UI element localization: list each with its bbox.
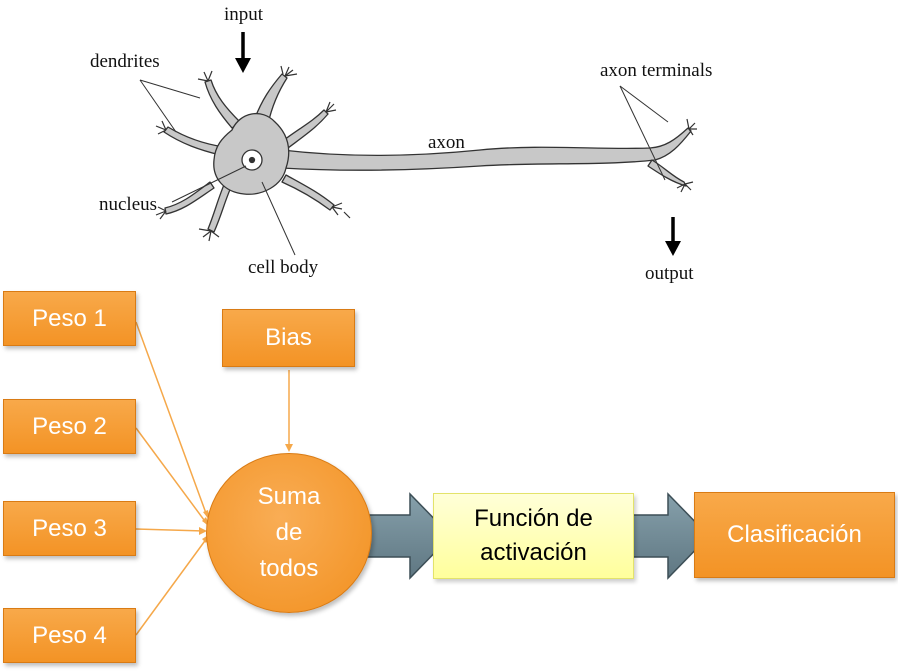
neuron-illustration: [155, 65, 697, 242]
weight-box-3: Peso 3: [3, 501, 136, 556]
axon-shape: [281, 127, 692, 171]
label-axon-terminals: axon terminals: [600, 60, 712, 81]
weight-label-3: Peso 3: [32, 514, 107, 542]
dendrite-left: [163, 126, 225, 156]
bias-label: Bias: [265, 324, 312, 351]
dendrite-right-upper: [283, 109, 329, 149]
activation-box: Función de activación: [433, 493, 634, 579]
weight-box-2: Peso 2: [3, 399, 136, 454]
label-dendrites: dendrites: [90, 51, 160, 72]
label-axon: axon: [428, 132, 465, 153]
bias-box: Bias: [222, 309, 355, 367]
dendrites-pointer-1: [139, 79, 201, 99]
weight-box-4: Peso 4: [3, 608, 136, 663]
dendrite-upper-left: [204, 79, 241, 129]
connector-peso-2: [135, 427, 208, 525]
input-arrow-head: [235, 58, 251, 73]
sum-label: Suma de todos: [257, 483, 321, 582]
label-output: output: [645, 263, 694, 284]
axon-terminals-pointer-1: [619, 85, 669, 123]
connector-peso-3: [135, 528, 205, 532]
sum-node: Suma de todos: [206, 453, 372, 613]
dendrite-tips: [155, 65, 697, 242]
weight-label-4: Peso 4: [32, 621, 107, 649]
nucleus-pointer: [171, 165, 247, 203]
axon-terminal-lower: [647, 159, 687, 187]
io-arrows: [235, 32, 681, 256]
weight-label-2: Peso 2: [32, 412, 107, 440]
dendrite-bottom-left: [164, 181, 215, 215]
classification-box: Clasificación: [694, 492, 895, 578]
output-arrow-head: [665, 241, 681, 256]
nucleolus: [248, 156, 256, 164]
classification-label: Clasificación: [727, 521, 862, 548]
label-input: input: [224, 4, 264, 25]
neuron-annotations: [139, 79, 669, 256]
cell-body-pointer: [261, 181, 296, 256]
weight-label-1: Peso 1: [32, 304, 107, 332]
dendrite-lower-left: [207, 179, 233, 233]
activation-label: Función de activación: [474, 505, 593, 566]
axon-terminals-pointer-2: [619, 85, 666, 181]
dendrite-right-lower: [281, 174, 335, 211]
label-nucleus: nucleus: [99, 194, 157, 215]
connector-peso-4: [135, 537, 208, 636]
label-cell-body: cell body: [248, 257, 319, 278]
connector-peso-1: [135, 321, 208, 517]
weight-connectors: [135, 321, 290, 636]
neuron-labels: input dendrites nucleus cell body axon a…: [90, 4, 712, 284]
weight-box-1: Peso 1: [3, 291, 136, 346]
dendrites-pointer-2: [139, 79, 177, 133]
dendrite-top: [254, 73, 288, 125]
